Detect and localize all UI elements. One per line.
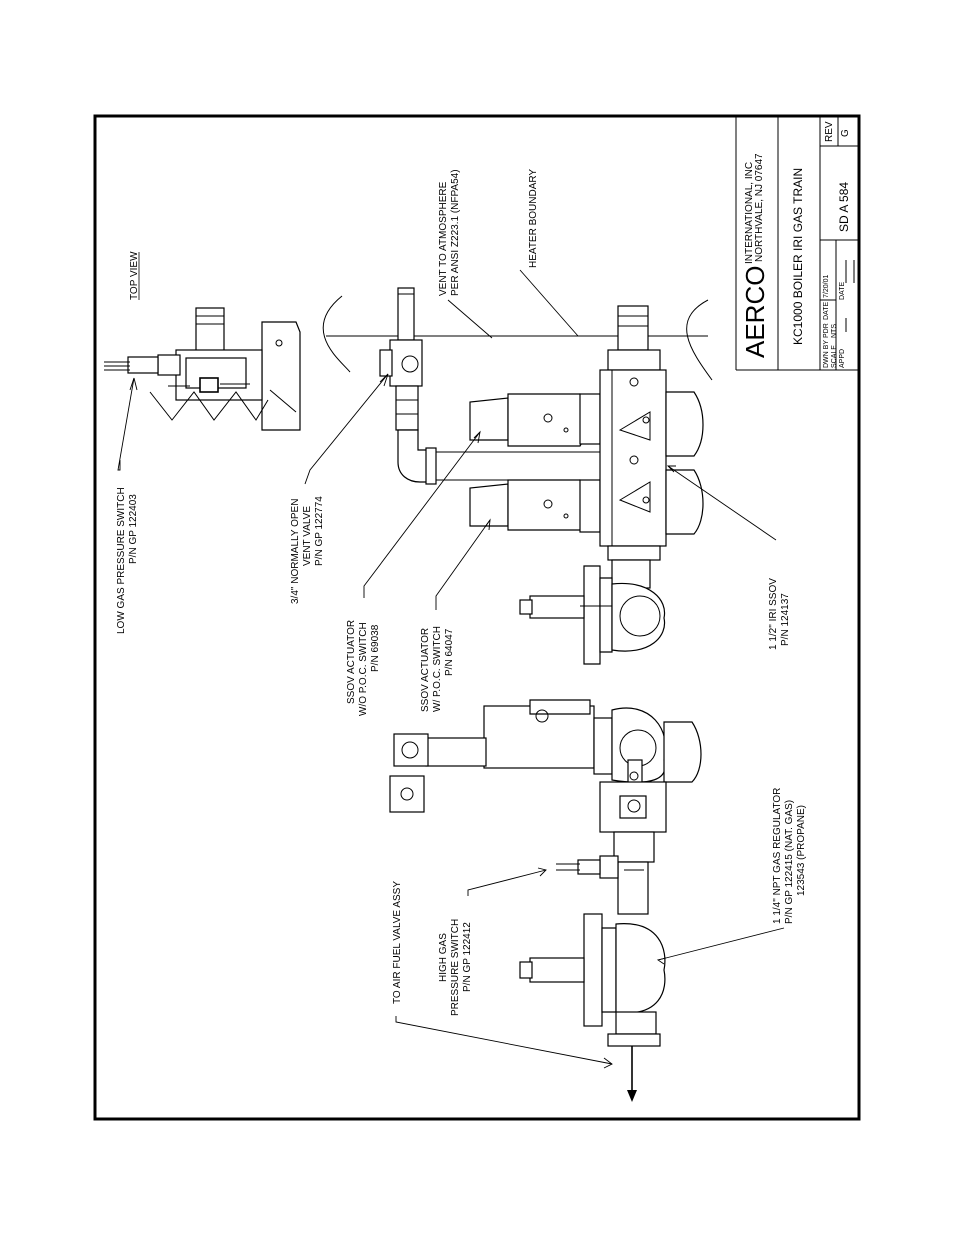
- iri-ssov-label-1: 1 1/2" IRI SSOV: [768, 578, 779, 650]
- iri-ssov-body: [599, 305, 704, 561]
- ssov-actuator-top: [469, 393, 601, 447]
- ssov-wo-label-1: SSOV ACTUATOR: [346, 620, 357, 704]
- high-gas-label-3: P/N GP 122412: [462, 922, 473, 992]
- ssov-wo-label-2: W/O P.O.C. SWITCH: [358, 622, 369, 716]
- gas-regulator-lower: [519, 913, 666, 1047]
- title-block: AERCO INTERNATIONAL, INC NORTHVALE, NJ 0…: [735, 117, 858, 371]
- company-line-1: INTERNATIONAL, INC: [744, 162, 755, 264]
- appd-date-label: DATE: [839, 282, 846, 300]
- vent-valve-label-1: 3/4" NORMALLY OPEN: [290, 499, 301, 604]
- rev-value: G: [840, 129, 851, 137]
- ssov-w-label-2: W/ P.O.C. SWITCH: [432, 626, 443, 712]
- leader-lines: [117, 269, 785, 1069]
- heater-boundary-label: HEATER BOUNDARY: [528, 169, 539, 268]
- ssov-wo-label-3: P/N 69038: [370, 624, 381, 672]
- ssov-w-label-3: P/N 64047: [444, 628, 455, 676]
- annotations: LOW GAS PRESSURE SWITCH P/N GP 122403 3/…: [116, 169, 807, 1016]
- high-gas-label-2: PRESSURE SWITCH: [450, 919, 461, 1016]
- company-logo: AERCO: [740, 266, 770, 358]
- top-view-label: TOP VIEW: [129, 251, 140, 300]
- vent-valve-label-2: VENT VALVE: [302, 506, 313, 566]
- to-air-fuel-label: TO AIR FUEL VALVE ASSY: [392, 881, 403, 1004]
- low-gas-switch-label-1: LOW GAS PRESSURE SWITCH: [116, 487, 127, 634]
- vent-valve-label-3: P/N GP 122774: [314, 496, 325, 566]
- drawing-border: [93, 114, 861, 1121]
- regulator-label-2: P/N GP 122415 (NAT. GAS): [784, 800, 795, 924]
- drawing-number: SD A 584: [837, 182, 851, 232]
- scale-label: SCALE: [831, 345, 838, 368]
- scale-value: NTS: [831, 324, 838, 338]
- vent-atmosphere-label-1: VENT TO ATMOSPHERE: [438, 181, 449, 296]
- vent-atmosphere-label-2: PER ANSI Z223.1 (NFPA54): [450, 169, 461, 296]
- high-gas-label-1: HIGH GAS: [438, 933, 449, 982]
- ssov-actuator-bottom: [469, 479, 601, 533]
- iri-ssov-label-2: P/N 124137: [780, 593, 791, 646]
- appd-label: APPD: [839, 349, 846, 368]
- vent-valve: [379, 287, 600, 485]
- dwn-by-value: PDR: [823, 323, 830, 338]
- date-value: 7/20/01: [823, 275, 830, 298]
- lower-assembly: [389, 699, 702, 915]
- regulator-label-3: 123543 (PROPANE): [796, 805, 807, 896]
- drawing-title: KC1000 BOILER IRI GAS TRAIN: [791, 168, 805, 345]
- flow-arrow-head: [627, 1090, 637, 1102]
- regulator-label-1: 1 1/4" NPT GAS REGULATOR: [772, 788, 783, 924]
- low-gas-switch-label-2: P/N GP 122403: [128, 494, 139, 564]
- dwn-by-label: DWN BY: [823, 340, 830, 368]
- rev-label: REV: [824, 121, 835, 142]
- top-view-drawing: [104, 307, 301, 431]
- company-line-2: NORTHVALE, NJ 07647: [754, 153, 765, 262]
- gas-regulator-upper: [519, 565, 666, 665]
- ssov-w-label-1: SSOV ACTUATOR: [420, 628, 431, 712]
- date-label: DATE: [823, 302, 830, 320]
